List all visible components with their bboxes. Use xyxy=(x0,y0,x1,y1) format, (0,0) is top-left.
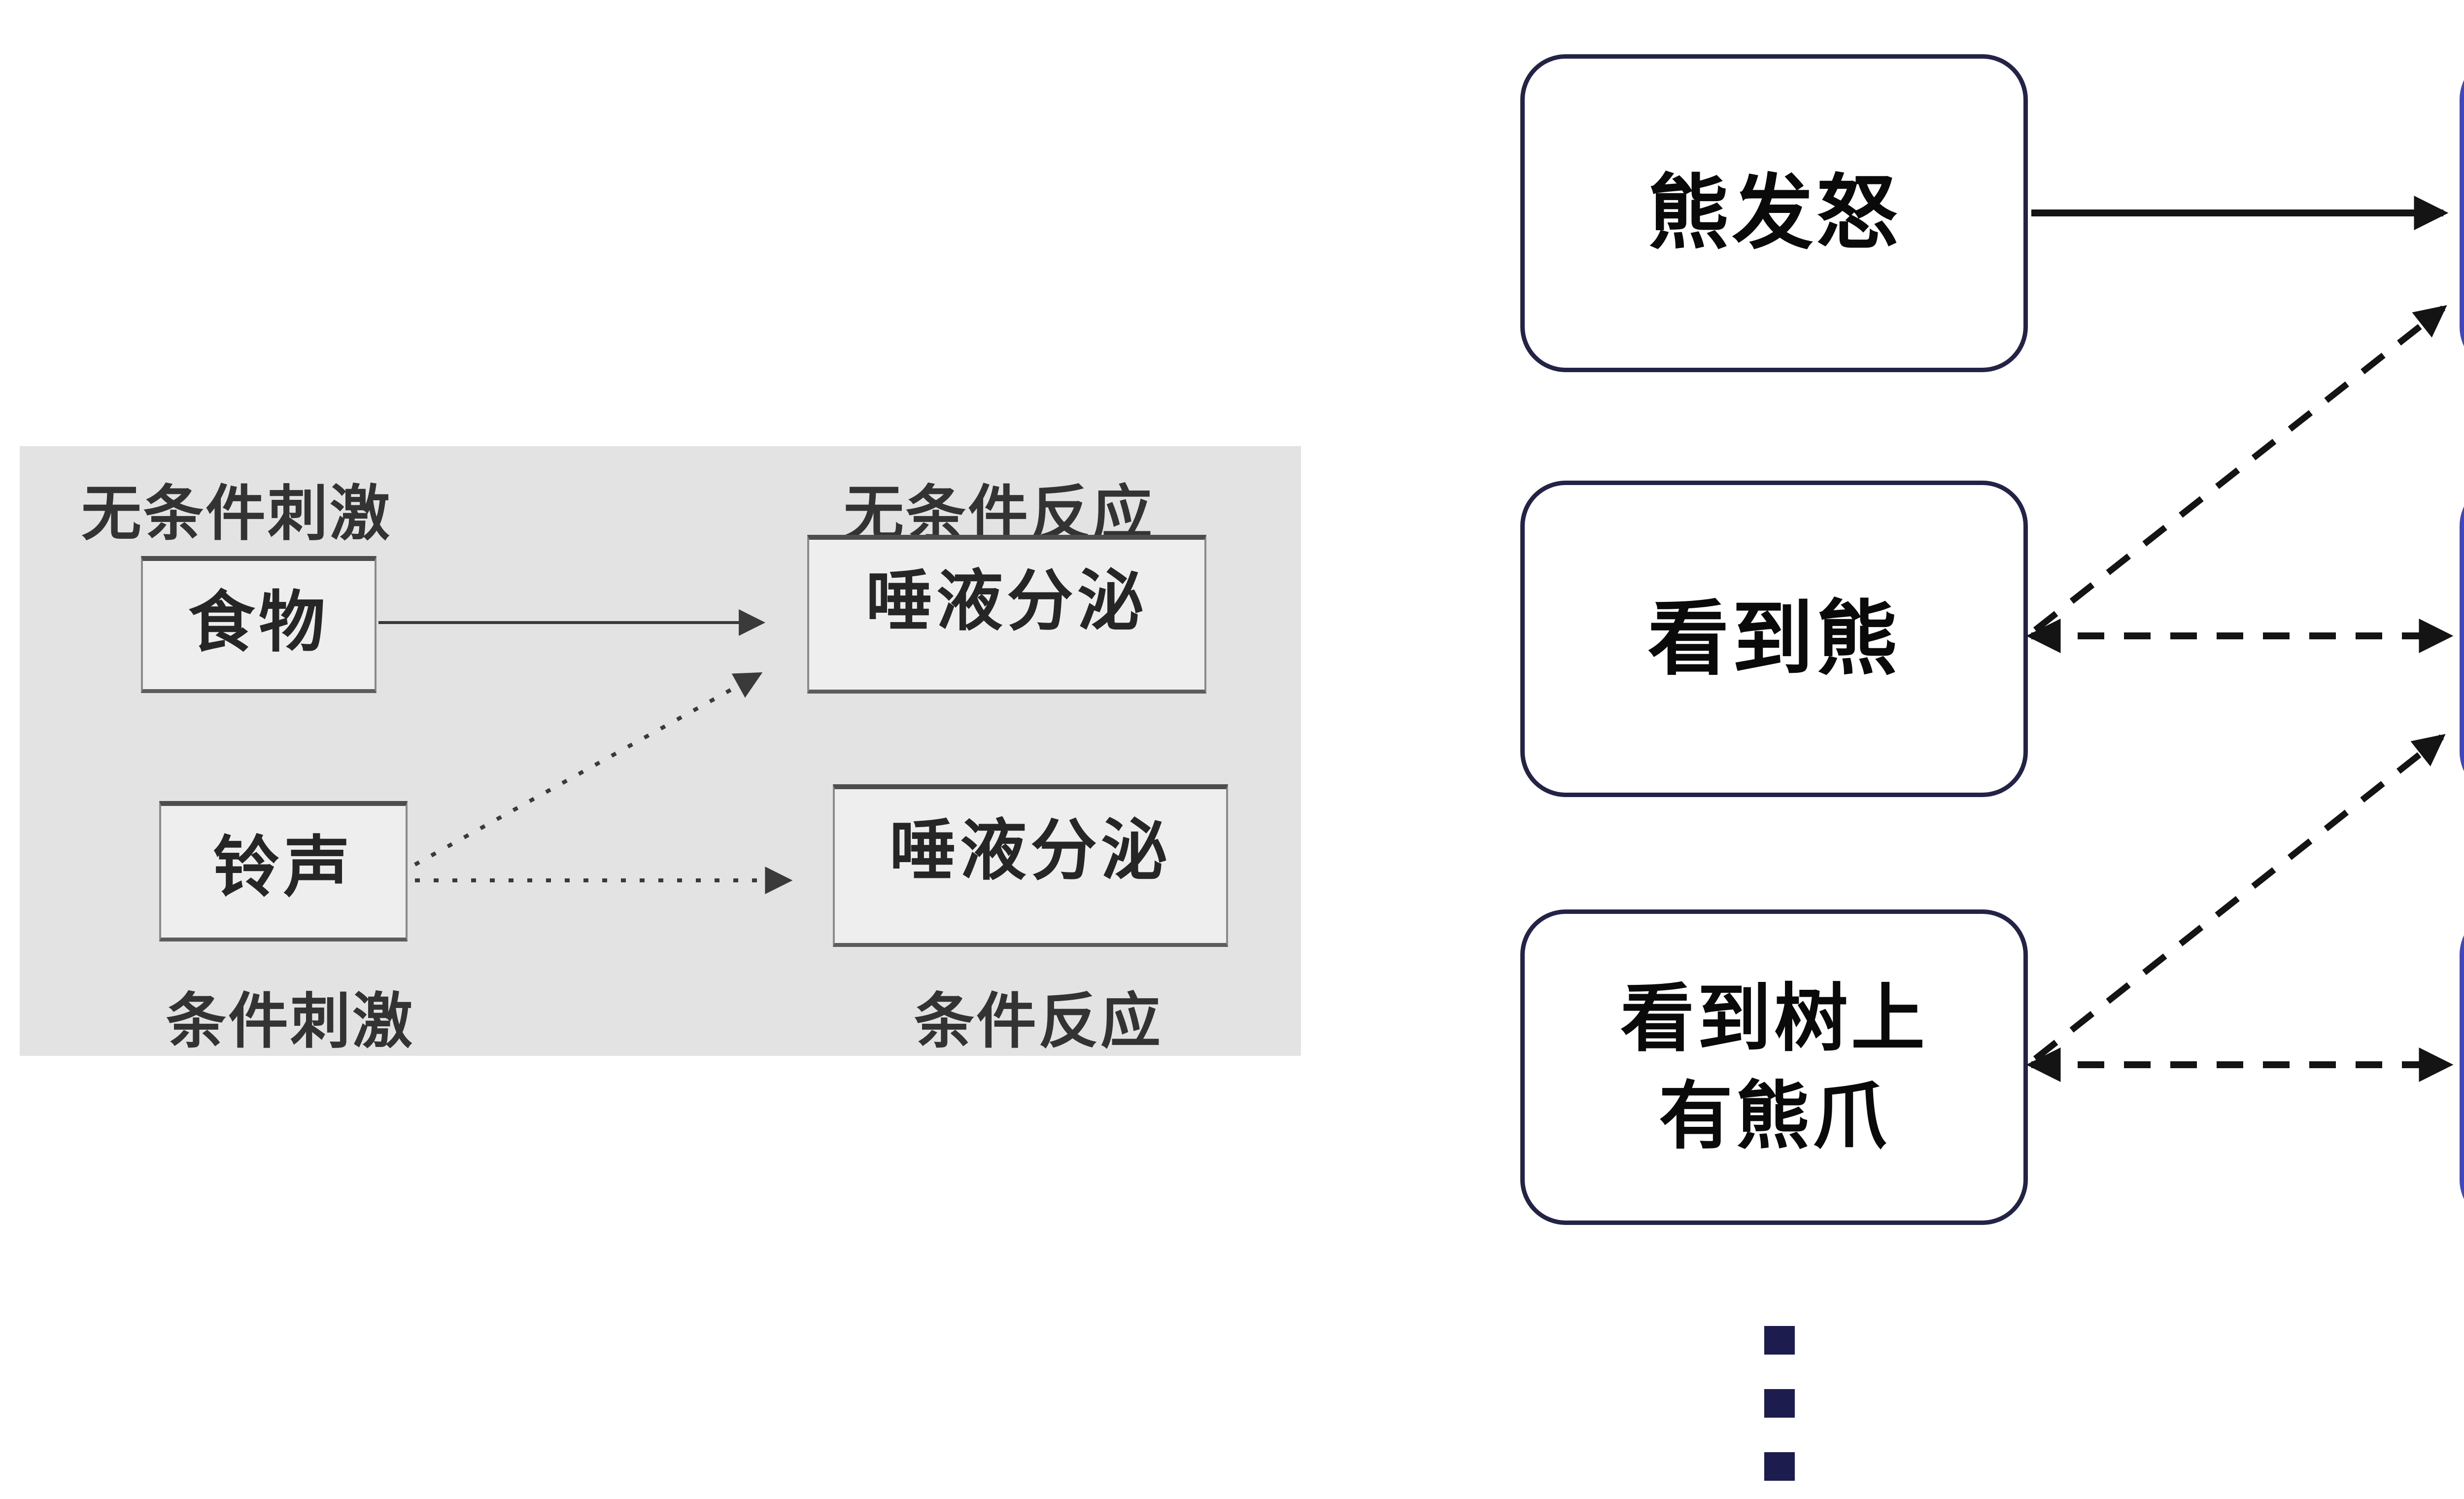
value-box-v-s-prime: V(s′) xyxy=(2460,481,2464,797)
conditioned-response-label: 条件反应 xyxy=(914,988,1163,1055)
ellipsis-dot xyxy=(1764,1452,1795,1481)
see-claws-label-line1: 看到树上 xyxy=(1620,977,1928,1060)
ellipsis-dot xyxy=(1764,1326,1795,1355)
ellipsis-dot xyxy=(1764,1389,1795,1418)
food-box-label: 食物 xyxy=(188,585,329,660)
saliva-secretion-top-label: 唾液分泌 xyxy=(866,564,1148,638)
saliva-secretion-box-top: 唾液分泌 xyxy=(807,535,1206,694)
conditioned-stimulus-label: 条件刺激 xyxy=(166,988,414,1055)
state-box-see-bear: 看到熊 xyxy=(1520,481,2028,797)
saliva-secretion-box-bottom: 唾液分泌 xyxy=(833,784,1228,947)
value-box-reward: 奖励 xyxy=(2460,54,2464,372)
conditioning-panel: 无条件刺激 无条件反应 食物 唾液分泌 铃声 唾液分泌 条件刺激 条件反应 xyxy=(20,446,1301,1056)
value-box-v-s: V(s) xyxy=(2460,909,2464,1225)
bell-box: 铃声 xyxy=(159,801,408,941)
see-bear-label: 看到熊 xyxy=(1647,593,1901,684)
see-claws-label-line2: 有熊爪 xyxy=(1658,1075,1889,1157)
food-box: 食物 xyxy=(141,556,376,693)
bear-angry-label: 熊发怒 xyxy=(1647,168,1901,259)
state-box-bear-angry: 熊发怒 xyxy=(1520,54,2028,372)
state-box-see-bear-claws: 看到树上 有熊爪 xyxy=(1520,909,2028,1225)
arrow-see-claws-to-vsprime-dashed xyxy=(2033,733,2446,1062)
bell-box-label: 铃声 xyxy=(213,830,354,905)
unconditioned-stimulus-label: 无条件刺激 xyxy=(81,480,392,547)
saliva-secretion-bottom-label: 唾液分泌 xyxy=(890,813,1171,888)
ellipsis-states xyxy=(1764,1326,1795,1481)
arrow-see-bear-to-reward-dashed xyxy=(2033,305,2447,633)
